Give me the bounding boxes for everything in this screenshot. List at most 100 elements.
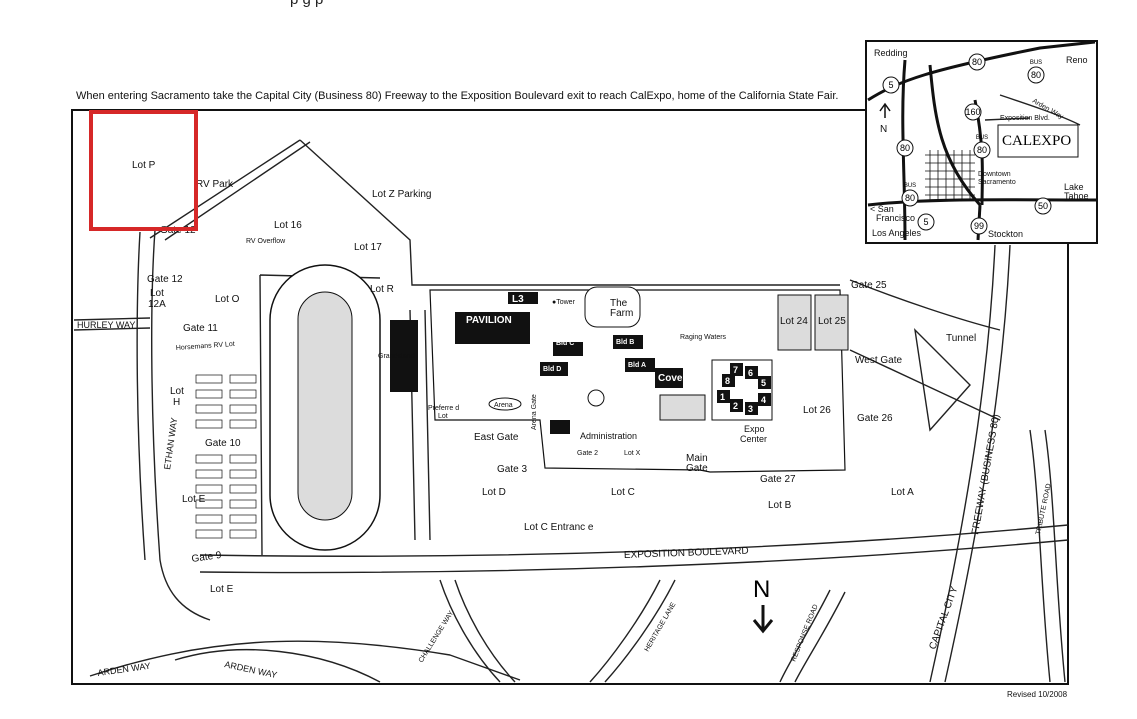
response-road-label: RESPONSE ROAD xyxy=(790,603,819,662)
lot-17-label: Lot 17 xyxy=(354,242,382,253)
svg-text:80: 80 xyxy=(972,57,982,67)
preferred-lot-label: Preferre d xyxy=(428,405,459,412)
svg-text:160: 160 xyxy=(965,107,980,117)
grandstand-label: Grandstand xyxy=(378,353,415,360)
inset-label: Sacramento xyxy=(978,179,1016,186)
lot-h-label: H xyxy=(173,397,180,408)
lot-e-south-label: Lot E xyxy=(210,584,234,595)
race-track xyxy=(269,264,381,551)
rv-overflow-label: RV Overflow xyxy=(246,238,286,245)
lot-r-label: Lot R xyxy=(370,284,394,295)
administration-label: Administration xyxy=(580,431,637,441)
freeway-label: FREEWAY (BUSINESS 80) xyxy=(970,413,1002,535)
arena-gate-label: Arena Gate xyxy=(531,394,538,430)
gate-25-label: Gate 25 xyxy=(851,280,887,291)
svg-text:BUS: BUS xyxy=(976,135,988,141)
lot-b-label: Lot B xyxy=(768,500,792,511)
revision-note: Revised 10/2008 xyxy=(1007,690,1068,699)
svg-text:99: 99 xyxy=(974,221,984,231)
svg-text:80: 80 xyxy=(905,193,915,203)
inset-label: Reno xyxy=(1066,55,1088,65)
arden-way-label: ARDEN WAY xyxy=(97,661,151,678)
main-gate-label: Main xyxy=(686,453,708,464)
svg-text:5: 5 xyxy=(888,80,893,90)
svg-text:6: 6 xyxy=(748,368,753,378)
east-gate-label: East Gate xyxy=(474,432,519,443)
lot-e-label: Lot E xyxy=(182,494,206,505)
inset-label: Redding xyxy=(874,48,908,58)
svg-text:1: 1 xyxy=(720,392,725,402)
expo-center-label: Expo xyxy=(744,424,765,434)
expo-hall-numbers: 7 6 8 5 1 4 2 3 xyxy=(720,365,766,414)
svg-text:2: 2 xyxy=(733,401,738,411)
svg-text:5: 5 xyxy=(761,378,766,388)
lot-a-label: Lot A xyxy=(891,487,914,498)
rv-park-label: RV Park xyxy=(196,179,234,190)
gate-27-label: Gate 27 xyxy=(760,474,796,485)
horsemans-lot-label: Horsemans RV Lot xyxy=(176,341,235,352)
north-label: N xyxy=(753,576,770,603)
inset-label: Exposition Blvd. xyxy=(1000,115,1050,122)
exposition-blvd-label: EXPOSITION BOULEVARD xyxy=(624,546,749,561)
lot-h-label: Lot xyxy=(170,386,184,397)
svg-text:80: 80 xyxy=(977,145,987,155)
fairgrounds xyxy=(390,286,849,473)
gate-2-label: Gate 2 xyxy=(577,450,598,457)
lot-p-label: Lot P xyxy=(132,160,156,171)
hurley-way-label: HURLEY WAY xyxy=(77,320,135,330)
l3-label: L3 xyxy=(512,294,524,305)
lot-c-label: Lot C xyxy=(611,487,635,498)
svg-text:7: 7 xyxy=(733,365,738,375)
svg-text:5: 5 xyxy=(923,217,928,227)
lot-x-label: Lot X xyxy=(624,450,641,457)
lot-12a-label: 12A xyxy=(148,299,166,310)
bld-a-label: Bld A xyxy=(628,362,646,369)
lot-25-label: Lot 25 xyxy=(818,316,846,327)
arena-label: Arena xyxy=(494,402,513,409)
raging-waters-label: Raging Waters xyxy=(680,334,727,341)
svg-text:BUS: BUS xyxy=(904,183,916,189)
tunnel-label: Tunnel xyxy=(946,333,976,344)
inset-label: Lake xyxy=(1064,182,1084,192)
lot-c-entrance-label: Lot C Entranc e xyxy=(524,522,594,533)
cut-off-heading: p g p xyxy=(290,0,323,8)
inset-label: Downtown xyxy=(978,171,1011,178)
gate-12-label: Gate 12 xyxy=(147,274,183,285)
gate-26-label: Gate 26 xyxy=(857,413,893,424)
south-arrow-icon xyxy=(752,605,774,634)
capital-city-label: CAPITAL CITY xyxy=(927,585,960,651)
lot-12a-label: Lot xyxy=(150,288,164,299)
lot-z-label: Lot Z Parking xyxy=(372,189,431,200)
inset-label: Stockton xyxy=(988,229,1023,239)
north-arrow-inset: N xyxy=(880,124,887,135)
svg-text:80: 80 xyxy=(1031,70,1041,80)
gate-3-label: Gate 3 xyxy=(497,464,527,475)
farm-label: Farm xyxy=(610,308,633,319)
svg-text:BUS: BUS xyxy=(1030,60,1042,66)
inset-label: Francisco xyxy=(876,213,915,223)
calexpo-logo: CALEXPO xyxy=(1002,133,1071,149)
directions-text: When entering Sacramento take the Capita… xyxy=(76,90,839,102)
north-arrow-icon xyxy=(879,102,891,118)
pavilion-label: PAVILION xyxy=(466,315,512,326)
gate-9-label: Gate 9 xyxy=(191,550,223,565)
inset-label: < San xyxy=(870,204,894,214)
bld-b-label: Bld B xyxy=(616,339,634,346)
cove-label: Cove xyxy=(658,373,683,384)
bld-d-label: Bld D xyxy=(543,366,561,373)
svg-text:50: 50 xyxy=(1038,201,1048,211)
lot-24-label: Lot 24 xyxy=(780,316,808,327)
parking-stalls xyxy=(195,374,257,539)
svg-text:80: 80 xyxy=(900,143,910,153)
west-gate-label: West Gate xyxy=(855,355,902,366)
svg-text:8: 8 xyxy=(725,376,730,386)
ethan-way-label: ETHAN WAY xyxy=(162,417,179,470)
bld-c-label: Bld C xyxy=(556,340,574,347)
lot-26-label: Lot 26 xyxy=(803,405,831,416)
route-shields: 5 80 80 160 80 80 80 5 99 50 BUS BUS BUS xyxy=(882,53,1052,235)
heritage-lane-label: HERITAGE LANE xyxy=(644,601,678,653)
farm-label: The xyxy=(610,298,628,309)
map-frame xyxy=(71,109,1069,685)
lot-d-label: Lot D xyxy=(482,487,506,498)
challenge-way-label: CHALLENGE WAY xyxy=(418,610,456,664)
